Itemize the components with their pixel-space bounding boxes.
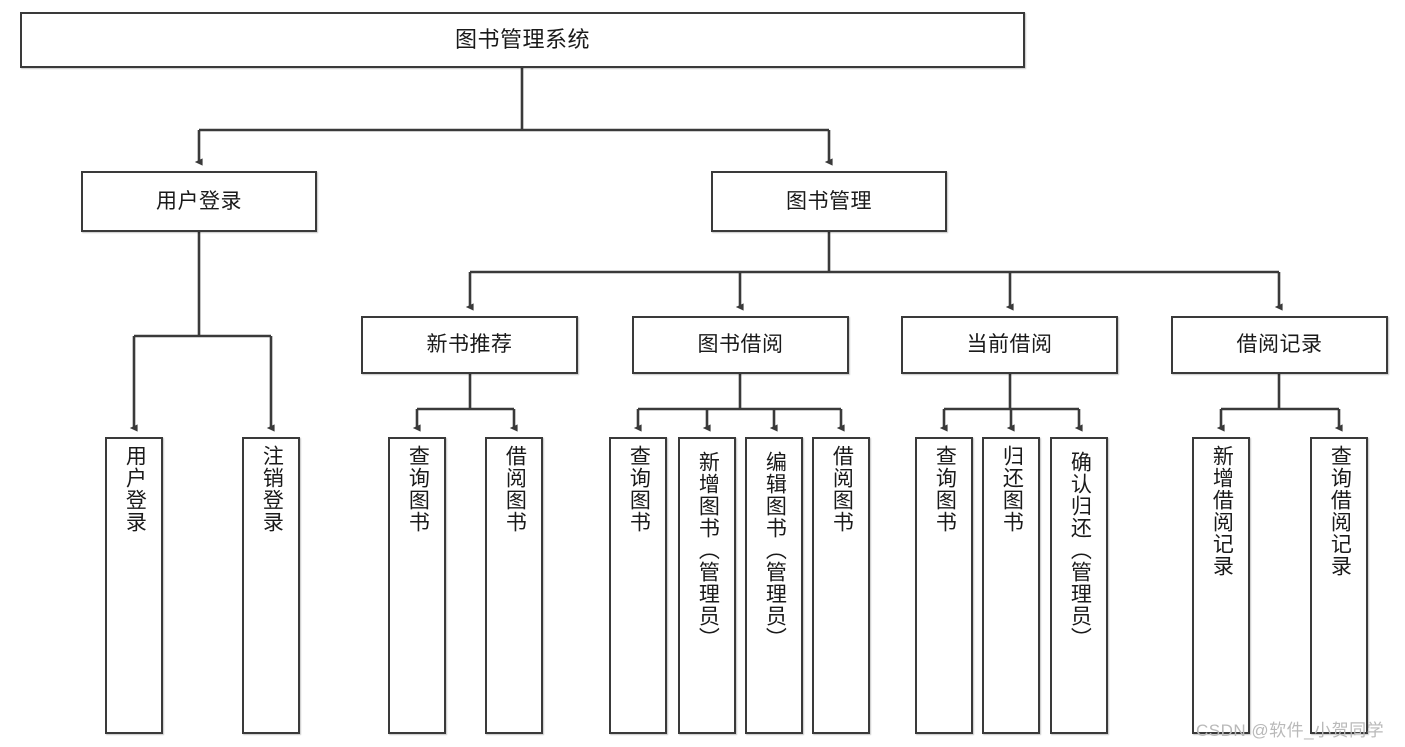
node-label: 查询图书	[627, 445, 651, 533]
node-label: 借阅图书	[830, 445, 854, 533]
node-label: 当前借阅	[966, 333, 1053, 357]
node-label: 借阅图书	[503, 445, 527, 533]
node-label: 借阅记录	[1236, 333, 1323, 357]
node-label: 用户登录	[123, 445, 147, 533]
node-label: 编辑图书（管理员）	[763, 451, 787, 649]
node-label: 图书管理	[786, 189, 872, 213]
node-label: 新书推荐	[426, 333, 513, 357]
node-current-borrow[interactable]: 当前借阅	[901, 316, 1118, 374]
leaf-record-query-record[interactable]: 查询借阅记录	[1310, 437, 1368, 734]
leaf-borrow-query-book[interactable]: 查询图书	[609, 437, 667, 734]
node-label: 确认归还（管理员）	[1068, 451, 1092, 649]
node-book-management[interactable]: 图书管理	[711, 171, 947, 232]
leaf-recommend-borrow-book[interactable]: 借阅图书	[485, 437, 543, 734]
csdn-watermark: CSDN @软件_小贺同学	[1196, 721, 1385, 740]
node-root-system[interactable]: 图书管理系统	[20, 12, 1025, 68]
leaf-borrow-edit-book[interactable]: 编辑图书（管理员）	[745, 437, 803, 734]
leaf-user-login-signout[interactable]: 注销登录	[242, 437, 300, 734]
node-user-login[interactable]: 用户登录	[81, 171, 317, 232]
leaf-borrow-borrow-book[interactable]: 借阅图书	[812, 437, 870, 734]
leaf-current-return-book[interactable]: 归还图书	[982, 437, 1040, 734]
node-book-borrow[interactable]: 图书借阅	[632, 316, 849, 374]
leaf-current-query-book[interactable]: 查询图书	[915, 437, 973, 734]
node-label: 注销登录	[260, 445, 284, 533]
leaf-current-confirm-return[interactable]: 确认归还（管理员）	[1050, 437, 1108, 734]
node-new-book-recommend[interactable]: 新书推荐	[361, 316, 578, 374]
node-label: 查询图书	[933, 445, 957, 533]
node-label: 查询图书	[406, 445, 430, 533]
node-label: 新增图书（管理员）	[696, 451, 720, 649]
node-label: 归还图书	[1000, 445, 1024, 533]
node-label: 图书管理系统	[454, 26, 590, 52]
leaf-recommend-query-book[interactable]: 查询图书	[388, 437, 446, 734]
node-borrow-record[interactable]: 借阅记录	[1171, 316, 1388, 374]
node-label: 图书借阅	[697, 333, 784, 357]
node-label: 用户登录	[156, 189, 242, 213]
leaf-record-add-record[interactable]: 新增借阅记录	[1192, 437, 1250, 734]
node-label: 新增借阅记录	[1210, 445, 1234, 577]
node-label: 查询借阅记录	[1328, 445, 1352, 577]
leaf-user-login-signin[interactable]: 用户登录	[105, 437, 163, 734]
leaf-borrow-add-book[interactable]: 新增图书（管理员）	[678, 437, 736, 734]
